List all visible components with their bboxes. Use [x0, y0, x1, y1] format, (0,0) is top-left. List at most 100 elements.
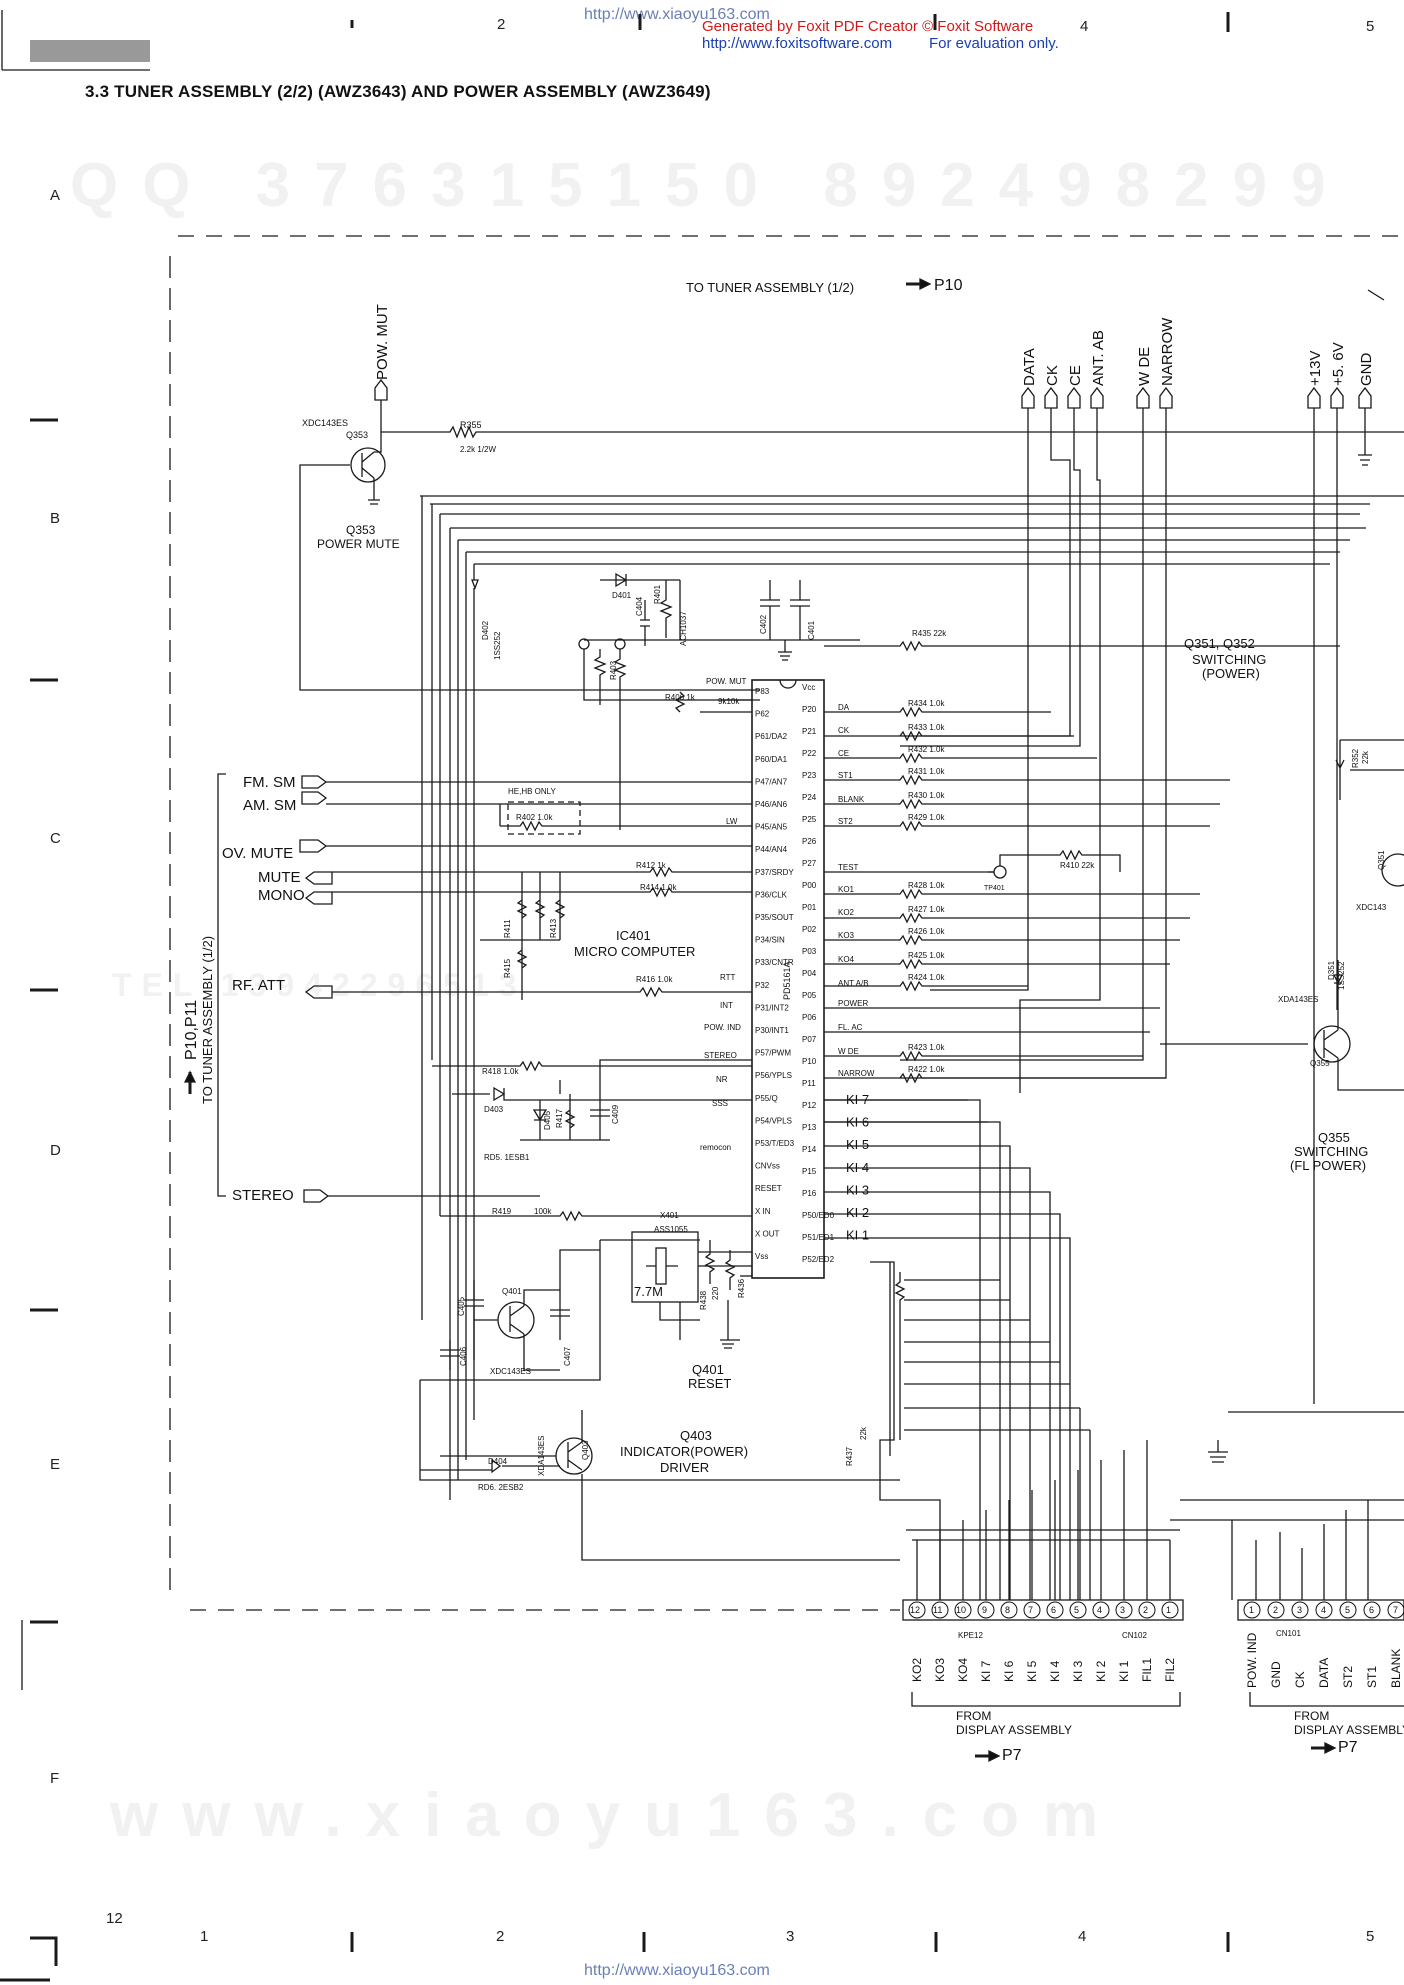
cn101-ref: CN101	[1276, 1629, 1301, 1638]
c409-label: C409	[611, 1104, 620, 1124]
q403-desc-driver: DRIVER	[660, 1460, 709, 1475]
q355-desc-ref: Q355	[1318, 1130, 1350, 1145]
cn101-pin-number: 7	[1393, 1605, 1398, 1615]
signal-fm-sm: FM. SM	[243, 774, 296, 791]
ic-left-pin-label: P37/SRDY	[755, 868, 794, 877]
signal-data: DATA	[1021, 348, 1038, 386]
ic-left-pin-label: P57/PWM	[755, 1049, 791, 1058]
r401-label: R401	[653, 584, 662, 604]
r411-label: R411	[503, 919, 512, 938]
cn101-signal: DATA	[1317, 1658, 1331, 1688]
ic-left-pin-label: P30/INT1	[755, 1026, 789, 1035]
r410-label: R410 22k	[1060, 861, 1095, 870]
to-tuner-left-ref: P10,P11	[183, 1000, 200, 1060]
to-tuner-top-ref: P10	[934, 277, 963, 294]
cn102-signal: KO2	[910, 1658, 924, 1682]
ic-left-pin-label: CNVss	[755, 1162, 780, 1171]
q351-q352-ref: Q351, Q352	[1184, 636, 1255, 651]
top-url[interactable]: http://www.xiaoyu163.com	[584, 6, 770, 23]
q401-desc-ref: Q401	[692, 1362, 724, 1377]
q351-switching: SWITCHING	[1192, 652, 1266, 667]
ic-right-res-lines	[824, 706, 1230, 1600]
evaluation-notice: For evaluation only.	[929, 35, 1059, 52]
ic-left-pin-label: P54/VPLS	[755, 1116, 792, 1125]
cn102-pin-number: 4	[1097, 1605, 1102, 1615]
resistor-label: R424 1.0k	[908, 973, 945, 982]
cn102-signal: FIL1	[1140, 1658, 1154, 1682]
ic-right-pin-label: P50/ED0	[802, 1211, 835, 1220]
q351-label: Q351	[1377, 850, 1386, 870]
r413-label: R413	[549, 918, 558, 938]
ic-right-net-label: KO4	[838, 955, 855, 964]
cn102-signal: KI 5	[1025, 1660, 1039, 1682]
resistor-label: R425 1.0k	[908, 951, 945, 960]
ic-right-net-label: TEST	[838, 863, 859, 872]
ic-left-pin-label: X IN	[755, 1207, 771, 1216]
ic-right-pin-label: P05	[802, 991, 817, 1000]
left-ticks	[30, 418, 58, 1624]
r403-label: R403	[609, 660, 618, 680]
ic-right-pin-label: P10	[802, 1057, 817, 1066]
ic-left-pin-label: P35/SOUT	[755, 913, 794, 922]
ic-left-pin-label: P47/AN7	[755, 777, 788, 786]
signal-pow-mut: POW. MUT	[374, 304, 391, 380]
cn102-pin-number: 2	[1143, 1605, 1148, 1615]
cn101-signal: POW. IND	[1245, 1632, 1259, 1688]
net-nr: NR	[716, 1075, 728, 1084]
ic-right-pin-label: P02	[802, 925, 817, 934]
scan-blotch	[30, 40, 150, 62]
ic-right-pin-label: P20	[802, 705, 817, 714]
to-tuner-top-label: TO TUNER ASSEMBLY (1/2)	[686, 280, 854, 295]
ki-label: KI 5	[846, 1137, 869, 1152]
r352-value: 22k	[1361, 750, 1370, 764]
ic-right-pin-label: P16	[802, 1189, 817, 1198]
foxit-url[interactable]: http://www.foxitsoftware.com	[702, 35, 893, 52]
cn102-signal: KI 7	[979, 1660, 993, 1682]
grid-row-e: E	[50, 1456, 61, 1473]
cn101-pin-number: 4	[1321, 1605, 1326, 1615]
top-connectors	[374, 378, 1372, 409]
ic-right-pin-label: P52/ED2	[802, 1255, 835, 1264]
from-display-a-2: DISPLAY ASSEMBLY	[956, 1723, 1072, 1737]
cn101-body	[1237, 1599, 1404, 1621]
ic-right-pin-label: P21	[802, 727, 817, 736]
resistor-label: R430 1.0k	[908, 791, 945, 800]
signal-rf-att: RF. ATT	[232, 977, 285, 994]
ic-right-pin-label: P12	[802, 1101, 817, 1110]
cn102-signal: KO3	[933, 1658, 947, 1682]
board-corner-right	[1367, 289, 1385, 301]
r402-label: R402 1.0k	[516, 813, 553, 822]
resistor-label: R423 1.0k	[908, 1043, 945, 1052]
resistor-label: R429 1.0k	[908, 813, 945, 822]
ic-right-pin-label: P14	[802, 1145, 817, 1154]
ic-left-pin-label: P34/SIN	[755, 936, 785, 945]
resistor-label: R427 1.0k	[908, 905, 945, 914]
from-display-b-ref: P7	[1338, 1739, 1358, 1756]
ic-left-pin-label: P62	[755, 710, 770, 719]
ic-right-pin-label: P27	[802, 859, 817, 868]
d402-part: 1SS252	[493, 631, 502, 660]
cn102-body	[902, 1599, 1184, 1621]
r406-label: R406 1k	[665, 693, 696, 702]
signal-stereo: STEREO	[232, 1187, 294, 1204]
net-pow-mut: POW. MUT	[706, 677, 747, 686]
r352-label: R352	[1351, 748, 1360, 768]
r355-label: R355	[460, 420, 482, 430]
ki-label: KI 7	[846, 1092, 869, 1107]
page-number: 12	[106, 1910, 123, 1927]
r406-alt: 9k10k	[718, 697, 740, 706]
cn101-signal: BLANK	[1389, 1649, 1403, 1688]
ic-right-net-label: KO2	[838, 908, 855, 917]
left-connectors	[299, 775, 333, 1203]
cn102-part: KPE12	[958, 1631, 983, 1640]
ic-right-pin-label: P00	[802, 881, 817, 890]
cn102-signal: KI 1	[1117, 1660, 1131, 1682]
q401-part: XDC143ES	[490, 1367, 531, 1376]
ic-right-pin-label: P04	[802, 969, 817, 978]
cn102-signal: KI 6	[1002, 1660, 1016, 1682]
bottom-url[interactable]: http://www.xiaoyu163.com	[584, 1962, 770, 1979]
ic-right-pin-label: P01	[802, 903, 817, 912]
net-stereo: STEREO	[704, 1051, 737, 1060]
net-lw: LW	[726, 817, 738, 826]
